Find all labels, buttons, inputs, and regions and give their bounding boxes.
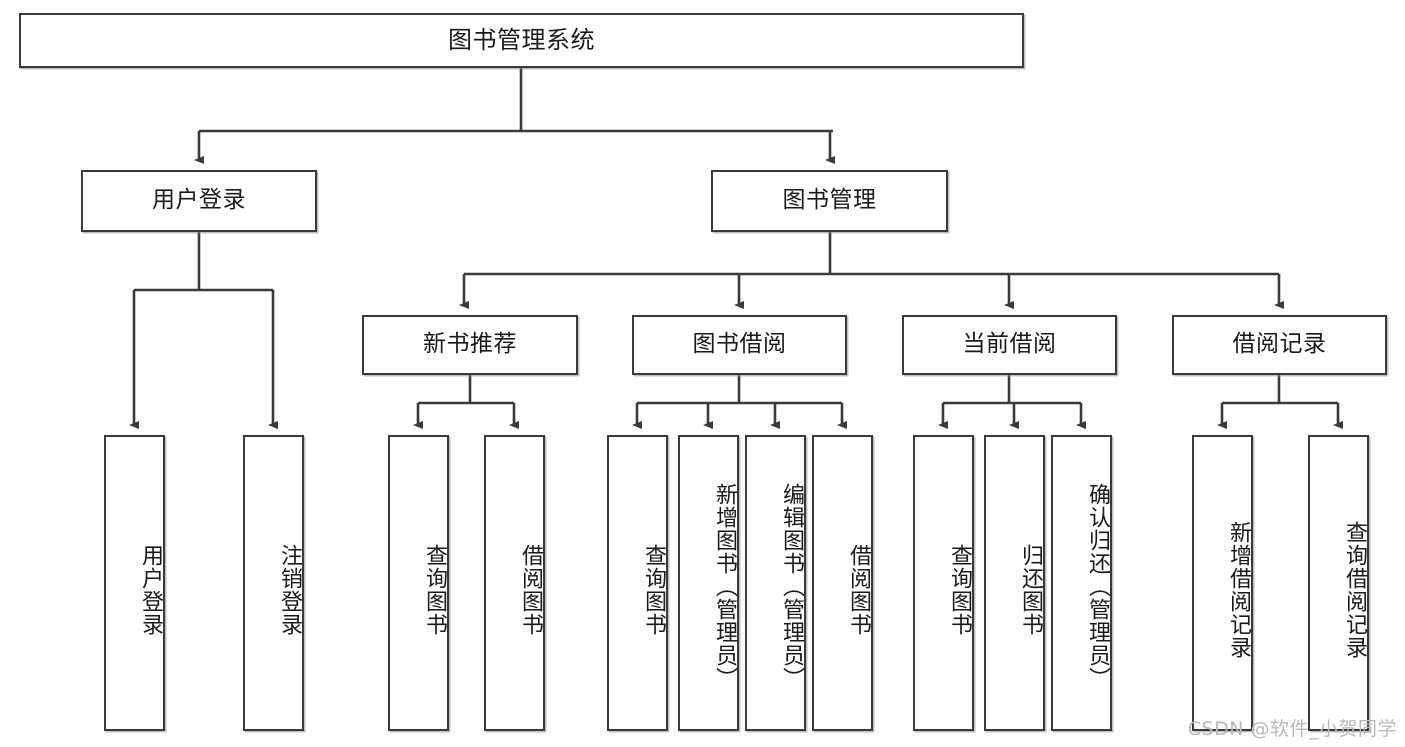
leaf-record-query-record[interactable]: 查询借阅记录 bbox=[1308, 435, 1369, 731]
node-label: 注销登录 bbox=[277, 544, 302, 636]
node-label: 编辑图书（管理员） bbox=[779, 482, 804, 690]
node-label: 查询图书 bbox=[641, 544, 666, 636]
leaf-record-add-record[interactable]: 新增借阅记录 bbox=[1192, 435, 1253, 731]
leaf-borrow-edit-book-admin[interactable]: 编辑图书（管理员） bbox=[745, 435, 806, 731]
node-label: 查询借阅记录 bbox=[1342, 521, 1367, 659]
node-label: 图书管理系统 bbox=[448, 26, 595, 55]
node-label: 借阅图书 bbox=[518, 544, 543, 636]
node-label: 确认归还（管理员） bbox=[1085, 482, 1110, 690]
leaf-borrow-borrow-book[interactable]: 借阅图书 bbox=[812, 435, 873, 731]
leaf-current-return-book[interactable]: 归还图书 bbox=[984, 435, 1045, 731]
leaf-borrow-add-book-admin[interactable]: 新增图书（管理员） bbox=[678, 435, 739, 731]
leaf-borrow-query-book[interactable]: 查询图书 bbox=[607, 435, 668, 731]
leaf-current-confirm-return-admin[interactable]: 确认归还（管理员） bbox=[1051, 435, 1112, 731]
node-book-management[interactable]: 图书管理 bbox=[711, 170, 948, 232]
node-current-borrow[interactable]: 当前借阅 bbox=[902, 315, 1117, 375]
leaf-current-query-book[interactable]: 查询图书 bbox=[913, 435, 974, 731]
node-label: 借阅记录 bbox=[1232, 331, 1327, 358]
node-label: 新增借阅记录 bbox=[1226, 521, 1251, 659]
node-root-book-management-system[interactable]: 图书管理系统 bbox=[19, 13, 1024, 68]
node-label: 图书借阅 bbox=[692, 331, 787, 358]
node-label: 图书管理 bbox=[782, 187, 877, 214]
watermark: CSDN @软件_小贺同学 bbox=[1187, 718, 1397, 740]
node-label: 用户登录 bbox=[152, 187, 246, 214]
leaf-user-login-login[interactable]: 用户登录 bbox=[104, 435, 165, 731]
node-borrow-record[interactable]: 借阅记录 bbox=[1172, 315, 1387, 375]
node-book-borrow[interactable]: 图书借阅 bbox=[632, 315, 847, 375]
node-label: 当前借阅 bbox=[962, 331, 1057, 358]
leaf-recommend-query-book[interactable]: 查询图书 bbox=[388, 435, 449, 731]
leaf-recommend-borrow-book[interactable]: 借阅图书 bbox=[484, 435, 545, 731]
leaf-user-login-logout[interactable]: 注销登录 bbox=[243, 435, 304, 731]
node-label: 查询图书 bbox=[947, 544, 972, 636]
node-label: 借阅图书 bbox=[846, 544, 871, 636]
node-label: 归还图书 bbox=[1018, 544, 1043, 636]
node-label: 新增图书（管理员） bbox=[712, 482, 737, 690]
node-label: 新书推荐 bbox=[423, 331, 517, 358]
node-new-book-recommend[interactable]: 新书推荐 bbox=[362, 315, 578, 375]
node-label: 查询图书 bbox=[422, 544, 447, 636]
node-user-login[interactable]: 用户登录 bbox=[81, 170, 317, 232]
node-label: 用户登录 bbox=[138, 544, 163, 636]
